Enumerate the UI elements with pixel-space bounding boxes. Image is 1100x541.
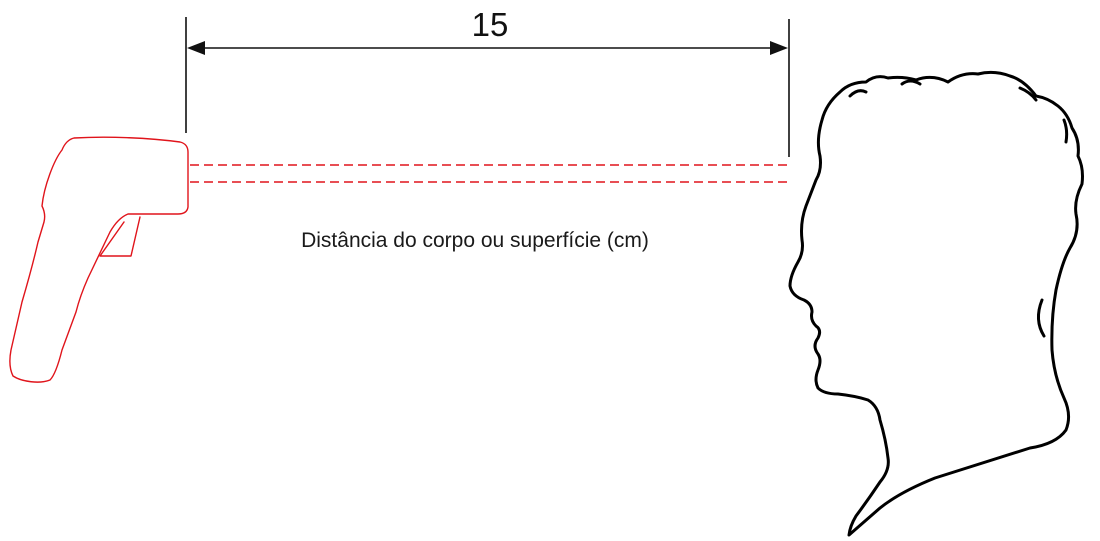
distance-caption: Distância do corpo ou superfície (cm) xyxy=(301,229,649,252)
head-profile-icon xyxy=(788,70,1084,537)
infrared-thermometer-icon xyxy=(9,136,189,383)
dimension-line xyxy=(187,41,788,55)
distance-value-label: 15 xyxy=(472,6,509,43)
arrowhead-left-icon xyxy=(187,41,205,55)
laser-beam xyxy=(190,164,792,183)
arrowhead-right-icon xyxy=(770,41,788,55)
